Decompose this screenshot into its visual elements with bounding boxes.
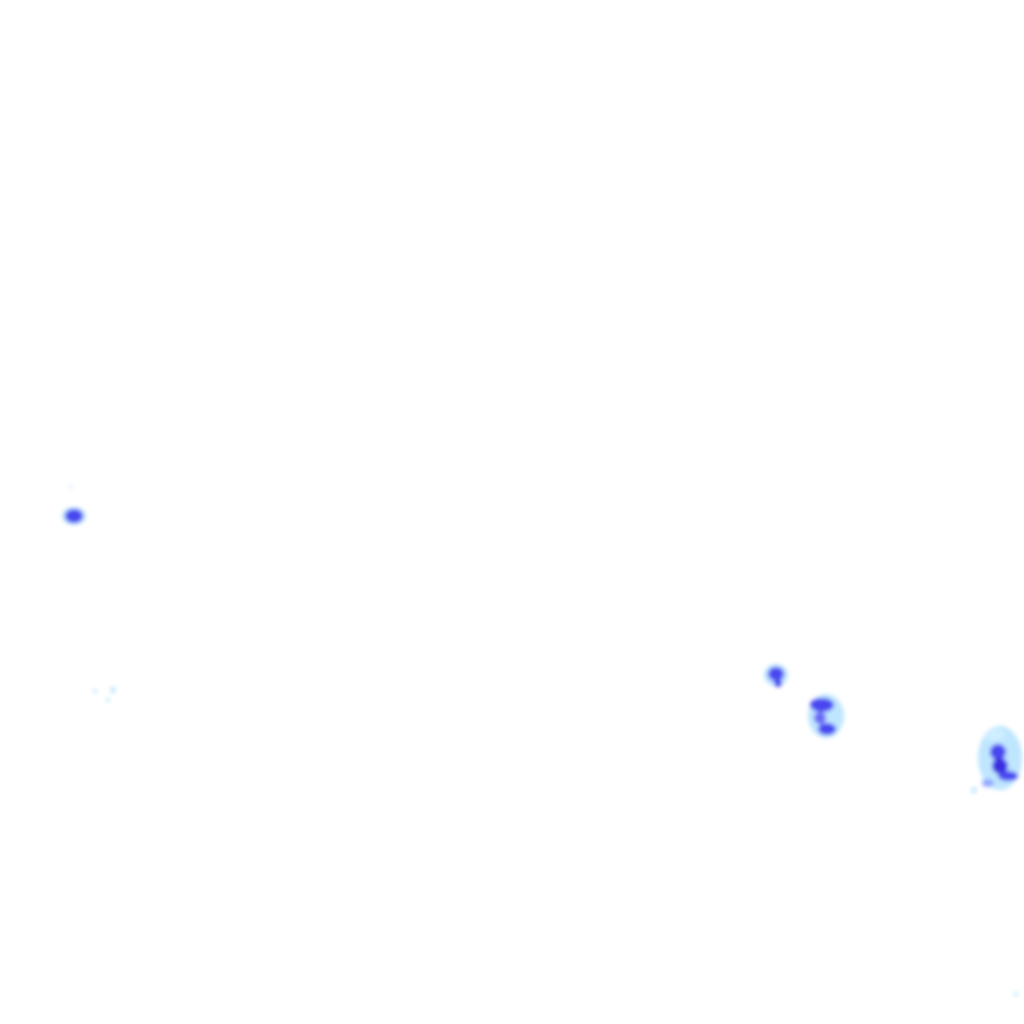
echo-cluster-far-east (971, 726, 1022, 996)
echo-cluster-east (808, 694, 844, 738)
echo-cell-west (62, 485, 86, 525)
echo-cell-central (764, 664, 788, 687)
echo-speckle-west (93, 687, 116, 702)
